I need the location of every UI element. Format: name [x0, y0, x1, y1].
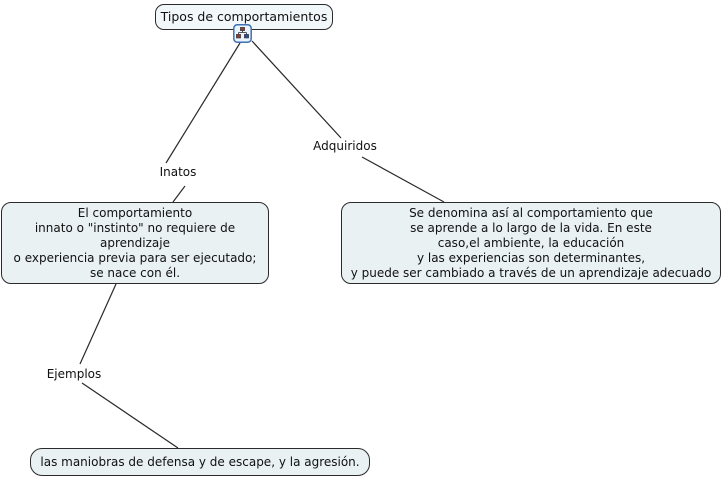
link-label-adquiridos[interactable]: Adquiridos [311, 139, 379, 153]
concept-node-innate[interactable]: El comportamiento innato o "instinto" no… [1, 202, 269, 284]
connector-root-to-inatos [165, 42, 241, 164]
connector-inatos-to-innate-node [172, 185, 186, 203]
concept-node-examples[interactable]: las maniobras de defensa y de escape, y … [30, 448, 370, 476]
link-label-ejemplos[interactable]: Ejemplos [44, 367, 104, 381]
connector-adquiridos-to-acquired-node [361, 156, 445, 203]
org-chart-icon[interactable] [233, 24, 252, 43]
connector-root-to-adquiridos [251, 40, 342, 139]
connector-innate-node-to-ejemplos [79, 283, 117, 365]
connector-ejemplos-to-examples-node [81, 382, 179, 449]
concept-node-root[interactable]: Tipos de comportamientos [155, 4, 333, 30]
link-label-inatos[interactable]: Inatos [157, 165, 199, 179]
concept-node-acquired[interactable]: Se denomina así al comportamiento que se… [341, 202, 721, 284]
